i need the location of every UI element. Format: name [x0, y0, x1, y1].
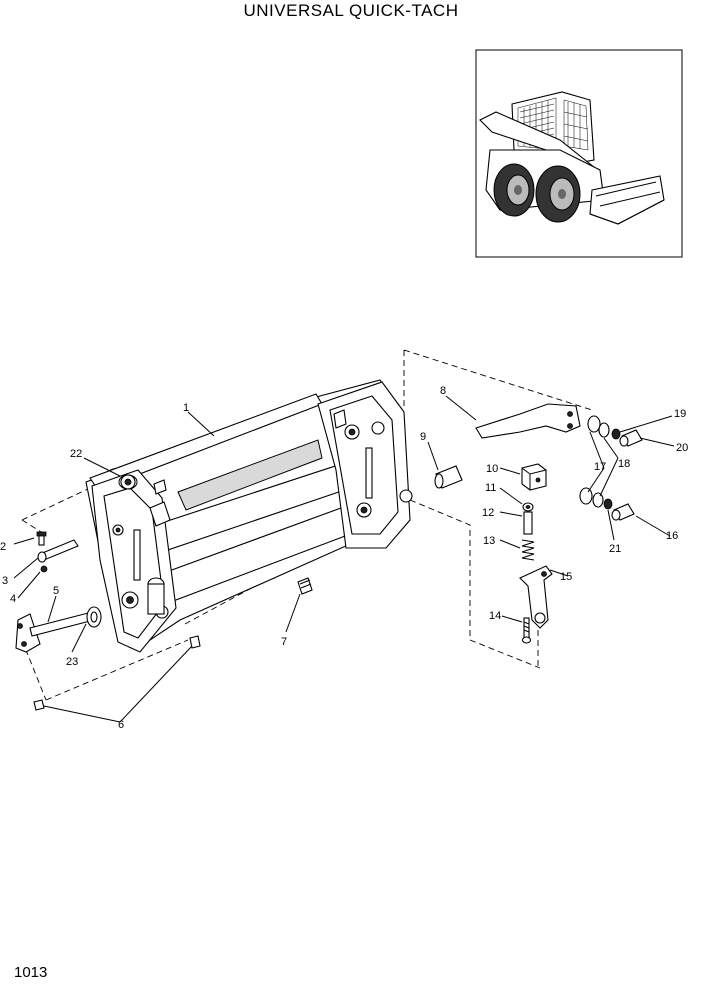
part-21-nut: [603, 498, 613, 510]
callout-7: 7: [281, 636, 287, 648]
part-18-washer: [592, 422, 610, 508]
part-10-block: [521, 463, 547, 491]
callout-10: 10: [486, 463, 498, 475]
callout-9: 9: [420, 431, 426, 443]
callout-15: 15: [560, 571, 572, 583]
callout-2: 2: [0, 541, 6, 553]
callout-8: 8: [440, 385, 446, 397]
part-7-fitting: [297, 577, 313, 595]
callout-1: 1: [183, 402, 189, 414]
part-8-lever: [475, 403, 581, 439]
callout-4: 4: [10, 593, 16, 605]
part-14-bolt: [521, 617, 532, 644]
callouts: 1 22 2 3 4 5 23 6 7 8 9 10 11 12 13 14 1…: [0, 385, 688, 731]
part-6-fitting-b: [189, 635, 201, 649]
part-20-bolt: [619, 429, 643, 447]
callout-20: 20: [676, 442, 688, 454]
loader-tires: [493, 163, 581, 223]
part-15-latch: [519, 565, 553, 629]
callout-21: 21: [609, 543, 621, 555]
part-3-pin: [37, 539, 79, 563]
part-13-spring: [521, 539, 535, 561]
callout-16: 16: [666, 530, 678, 542]
right-parts: [434, 403, 643, 644]
page-title: UNIVERSAL QUICK-TACH: [243, 1, 459, 20]
callout-19: 19: [674, 408, 686, 420]
part-9-sleeve: [434, 465, 463, 489]
callout-11: 11: [485, 482, 496, 494]
part-19-nut: [611, 428, 621, 440]
loader-inset: [475, 49, 683, 258]
part-17-bushing: [579, 415, 601, 505]
part-11-nut: [522, 502, 534, 512]
callout-17: 17: [594, 461, 606, 473]
quick-tach-plate: [85, 379, 413, 653]
left-parts: [15, 474, 313, 711]
part-5-handle-pin: [15, 611, 95, 653]
callout-12: 12: [482, 507, 494, 519]
callout-3: 3: [2, 575, 8, 587]
callout-22: 22: [70, 448, 82, 460]
part-4-nut: [40, 565, 48, 573]
part-6-fitting-a: [33, 699, 45, 711]
part-23-washer: [86, 606, 102, 628]
part-12-pin: [523, 511, 533, 535]
leader-lines: [13, 395, 675, 723]
callout-6: 6: [118, 719, 124, 731]
callout-18: 18: [618, 458, 630, 470]
part-22-bushing: [118, 474, 138, 490]
callout-13: 13: [483, 535, 495, 547]
callout-23: 23: [66, 656, 78, 668]
part-16-bolt: [611, 503, 635, 521]
page-number: 1013: [14, 964, 48, 981]
part-2-bolt: [36, 531, 47, 546]
callout-14: 14: [489, 610, 501, 622]
callout-5: 5: [53, 585, 59, 597]
